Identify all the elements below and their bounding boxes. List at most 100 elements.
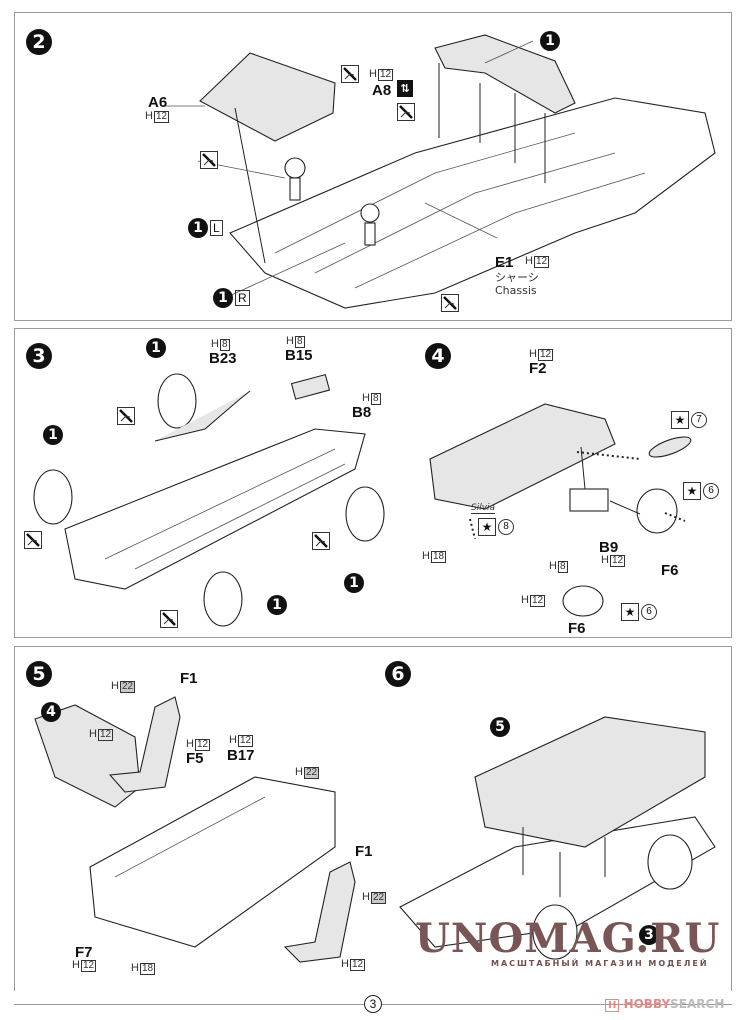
chassis-e1-drawing [229, 97, 716, 309]
silvia-script-badge: Silvia [471, 503, 496, 515]
glue-icon [160, 610, 178, 628]
glue-icon [397, 103, 415, 121]
watermark-title: UNOMAG.RU [415, 915, 721, 962]
decal-number: 6 [641, 604, 657, 620]
wheel-drawing [345, 486, 385, 542]
decal-star-icon: ★ [478, 518, 496, 536]
subassembly-ref-1: 1 [43, 425, 63, 445]
muffler-b15-drawing [290, 373, 331, 400]
chassis-drawing [64, 428, 366, 590]
step-3-4-illustration [33, 373, 692, 627]
exhaust-b23-drawing [154, 390, 251, 442]
decal-star-icon: ★ [621, 603, 639, 621]
decal-number: 8 [498, 519, 514, 535]
part-label-f7: F7 [75, 944, 93, 961]
hobby-search-badge: H HOBBYSEARCH [605, 997, 724, 1012]
part-label-f5: F5 [186, 750, 204, 767]
subassembly-ref-1: 1 [540, 31, 560, 51]
chassis-caption-jp: シャーシ [495, 271, 539, 284]
part-label-a8: A8 [372, 82, 392, 99]
part-label-b9: B9 [599, 539, 619, 556]
seat-f1-drawing [108, 696, 181, 793]
up-down-orientation-icon: ⇅ [397, 80, 413, 97]
glue-icon [117, 407, 135, 425]
rear-axle-drawing [434, 34, 576, 114]
glue-icon [312, 532, 330, 550]
part-label-a6: A6 [148, 94, 168, 111]
interior-tub-f7-drawing [89, 776, 336, 948]
wheel-drawing [203, 571, 243, 627]
subassembly-ref-5: 5 [490, 717, 510, 737]
subassembly-ref-1: 1 [146, 338, 166, 358]
hobby-search-logo-icon: H [605, 999, 620, 1012]
decal-number: 6 [703, 483, 719, 499]
page-number: 3 [364, 995, 382, 1013]
gauge-cluster-drawing [648, 436, 692, 458]
glue-icon [24, 531, 42, 549]
step-5-6-illustration [34, 696, 716, 963]
watermark-subtitle: МАСШТАБНЫЙ МАГАЗИН МОДЕЛЕЙ [491, 959, 709, 968]
decal-star-icon: ★ [683, 482, 701, 500]
wheel-drawing [33, 469, 73, 525]
step-5-badge: 5 [26, 661, 52, 687]
part-label-b15: B15 [285, 347, 313, 364]
part-label-f2: F2 [529, 360, 547, 377]
subassembly-ref-1: 1 [267, 595, 287, 615]
wheel-drawing [532, 904, 578, 960]
part-a6-drawing [199, 52, 336, 142]
steering-wheel-drawing [636, 488, 678, 534]
step-4-badge: 4 [425, 343, 451, 369]
part-label-b17: B17 [227, 747, 255, 764]
step-2-badge: 2 [26, 29, 52, 55]
step-2-illustration [165, 34, 716, 309]
glue-icon [341, 65, 359, 83]
subassembly-ref-1: 1 [344, 573, 364, 593]
part-label-b8: B8 [352, 404, 372, 421]
chassis-subassembly-drawing [399, 816, 716, 948]
decal-star-icon: ★ [671, 411, 689, 429]
wheel-drawing [157, 373, 197, 429]
chassis-caption-en: Chassis [495, 284, 537, 297]
step-6-badge: 6 [385, 661, 411, 687]
subassembly-ref-4: 4 [41, 702, 61, 722]
dashboard-f2-drawing [429, 403, 616, 510]
part-label-f6: F6 [568, 620, 586, 637]
glue-icon [441, 294, 459, 312]
steering-wheel-drawing [562, 585, 604, 617]
part-label-b23: B23 [209, 350, 237, 367]
part-label-f6: F6 [661, 562, 679, 579]
column-b9-drawing [569, 488, 609, 512]
step-3-badge: 3 [26, 343, 52, 369]
part-label-f1: F1 [180, 670, 198, 687]
part-label-e1: E1 [495, 254, 514, 271]
wheel-drawing [647, 834, 693, 890]
subassembly-ref-3: 3 [639, 925, 659, 945]
seat-f1-drawing [283, 861, 356, 963]
interior-subassembly-drawing [474, 716, 706, 848]
glue-icon [200, 151, 218, 169]
